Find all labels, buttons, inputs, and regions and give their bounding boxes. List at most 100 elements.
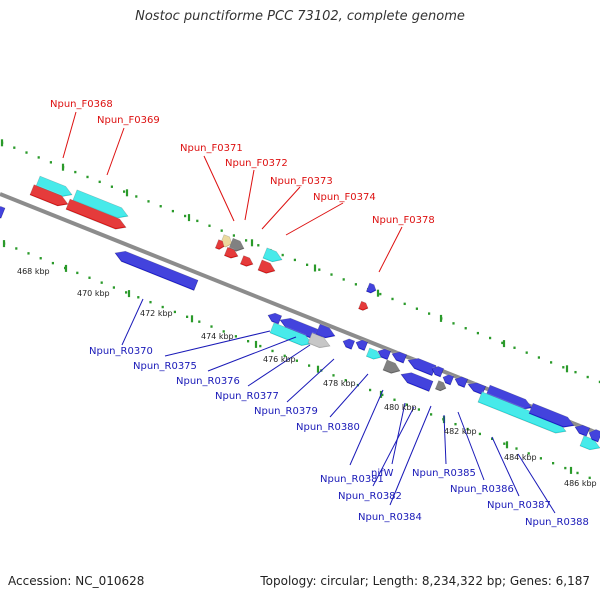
- tick-dot: [125, 291, 128, 294]
- leader-line: [517, 453, 556, 514]
- tick-dot: [342, 278, 345, 281]
- leader-line: [349, 389, 384, 466]
- tick-dot: [161, 305, 164, 309]
- scale-label: 486 kbp: [564, 479, 597, 488]
- tick-dot: [149, 300, 152, 304]
- forward-gene-label: Npun_F0378: [372, 215, 435, 226]
- reverse-gene-label: Npun_R0386: [450, 484, 514, 495]
- tick-dot: [281, 253, 284, 257]
- scale-label: 470 kbp: [77, 289, 110, 298]
- reverse-gene-label: Npun_R0384: [358, 512, 422, 523]
- tick-dot: [173, 310, 176, 314]
- gene-cyan-shade: [262, 246, 282, 261]
- gene-red-shade: [29, 183, 68, 205]
- gene-blue: [377, 348, 392, 361]
- tick-dot: [354, 283, 357, 286]
- gene-blue-shade: [401, 371, 434, 391]
- gene-blue-shade: [485, 384, 532, 409]
- gene-blue-shade: [356, 339, 368, 350]
- tick-dot: [476, 331, 479, 335]
- tick-dot: [295, 359, 298, 362]
- tick-dot: [464, 327, 467, 330]
- tick-dot: [405, 403, 408, 406]
- gene-red-shade: [65, 198, 126, 229]
- tick-dot: [86, 175, 89, 179]
- scale-label: 480 kbp: [384, 403, 417, 412]
- forward-gene-label: Npun_F0368: [50, 99, 113, 110]
- gene-blue-shade: [528, 402, 574, 427]
- gene-blue: [114, 250, 199, 291]
- gene-lightgray: [307, 332, 331, 349]
- tick-dot: [112, 286, 115, 289]
- tick-dot: [369, 388, 372, 392]
- tick-dot: [88, 276, 91, 279]
- gene-cyan: [477, 391, 567, 434]
- scale-label: 478 kbp: [323, 379, 356, 388]
- tick-dot: [74, 170, 77, 174]
- leader-line: [329, 373, 369, 418]
- reverse-gene-label: nifW: [371, 468, 394, 479]
- tick-dot: [27, 252, 30, 255]
- gene-red-shade: [257, 258, 275, 273]
- tick-dot: [208, 224, 211, 227]
- leader-line: [457, 411, 485, 481]
- tick-dot: [247, 340, 250, 343]
- gene-gray-shade: [435, 379, 446, 390]
- leader-line: [62, 111, 77, 159]
- leader-line: [121, 298, 144, 346]
- gene-gray-shade: [382, 358, 400, 373]
- tick-dot: [257, 244, 260, 247]
- tick-dot: [330, 273, 333, 276]
- scale-label: 472 kbp: [140, 309, 173, 318]
- tick-dot: [430, 413, 433, 416]
- gene-red: [223, 246, 239, 259]
- leader-line: [285, 202, 344, 236]
- tick-dot: [37, 156, 40, 159]
- reverse-gene-label: Npun_R0370: [89, 346, 153, 357]
- gene-blue: [588, 429, 600, 443]
- tick-dot: [171, 209, 174, 213]
- gene-cyan: [365, 347, 382, 360]
- reverse-gene-label: Npun_R0375: [133, 361, 197, 372]
- tick-dot: [245, 239, 248, 242]
- tick-dot: [159, 205, 162, 208]
- tick-dot: [537, 356, 540, 359]
- tick-dot: [381, 393, 384, 397]
- leader-line: [207, 336, 297, 372]
- tick-dot: [13, 146, 16, 149]
- tick-dot: [15, 247, 18, 250]
- tick-dot: [51, 261, 54, 265]
- leader-line: [106, 127, 125, 176]
- tick-dot: [403, 302, 406, 306]
- tick-dot: [379, 292, 382, 296]
- gene-red-shade: [224, 246, 238, 258]
- gene-red-shade: [358, 300, 368, 310]
- forward-gene-label: Npun_F0374: [313, 192, 376, 203]
- reverse-gene-label: Npun_R0381: [320, 474, 384, 485]
- gene-blue: [365, 282, 377, 294]
- gene-blue-shade: [392, 350, 407, 363]
- leader-line: [164, 330, 271, 357]
- tick-dot: [501, 341, 504, 345]
- tick-dot: [147, 200, 150, 203]
- tick-dot: [100, 281, 103, 284]
- tick-dot: [344, 379, 347, 382]
- accession-text: Accession: NC_010628: [8, 574, 145, 588]
- leader-line: [378, 226, 403, 273]
- gene-red: [65, 198, 127, 230]
- gene-gray: [434, 380, 447, 392]
- genome-meta-text: Topology: circular; Length: 8,234,322 bp…: [260, 574, 590, 588]
- reverse-gene-label: Npun_R0387: [487, 500, 551, 511]
- tick-dot: [417, 408, 420, 411]
- gene-cyan-shade: [366, 347, 381, 359]
- tick-dot: [196, 219, 199, 223]
- gene-blue: [355, 339, 369, 351]
- tick-dot: [576, 471, 579, 475]
- gene-blue-shade: [315, 323, 335, 338]
- tick-dot: [489, 336, 492, 340]
- tick-dot: [332, 374, 335, 377]
- scale-label: 474 kbp: [201, 332, 234, 341]
- tick-dot: [562, 366, 565, 369]
